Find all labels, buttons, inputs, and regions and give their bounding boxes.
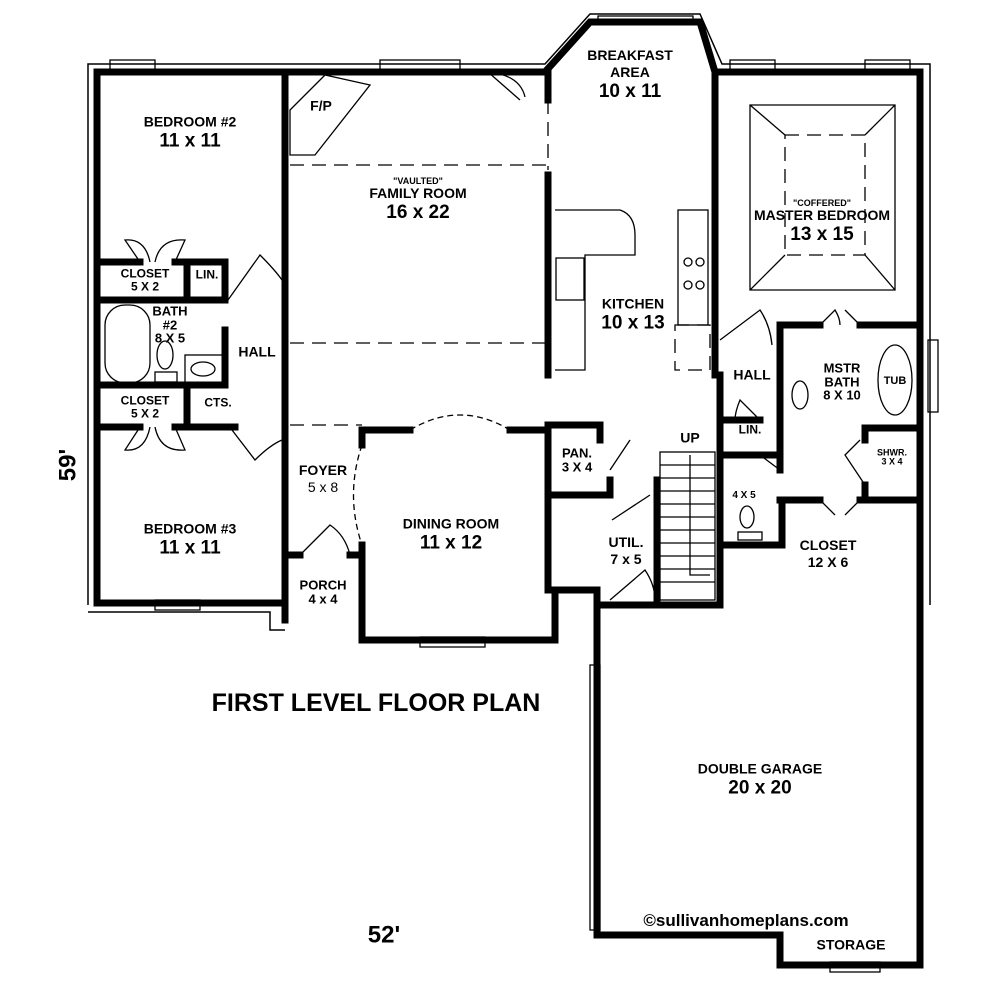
room-hall-2: HALL bbox=[733, 366, 771, 383]
room-shower: SHWR.3 X 4 bbox=[877, 447, 907, 467]
room-cts: CTS. bbox=[204, 395, 232, 410]
width-dimension: 52' bbox=[367, 921, 401, 949]
room-utility: UTIL.7 x 5 bbox=[608, 534, 644, 567]
fireplace bbox=[289, 74, 372, 156]
outer-outline bbox=[87, 13, 931, 605]
room-linen-1: LIN. bbox=[195, 267, 219, 282]
stairs bbox=[659, 451, 716, 601]
room-storage: STORAGE bbox=[816, 936, 886, 953]
plan-title: FIRST LEVEL FLOOR PLAN bbox=[211, 688, 541, 717]
stairs-up-label: UP bbox=[680, 429, 700, 446]
copyright-text: ©sullivanhomeplans.com bbox=[643, 911, 849, 931]
room-pantry: PAN.3 X 4 bbox=[561, 445, 593, 474]
exterior-wall bbox=[93, 18, 924, 609]
room-fireplace: F/P bbox=[310, 97, 332, 114]
room-wc: 4 X 5 bbox=[732, 489, 756, 501]
room-hall-1: HALL bbox=[238, 343, 276, 360]
bathtub: TUB bbox=[883, 375, 907, 388]
depth-dimension: 59' bbox=[54, 448, 82, 482]
room-linen-2: LIN. bbox=[738, 422, 762, 437]
